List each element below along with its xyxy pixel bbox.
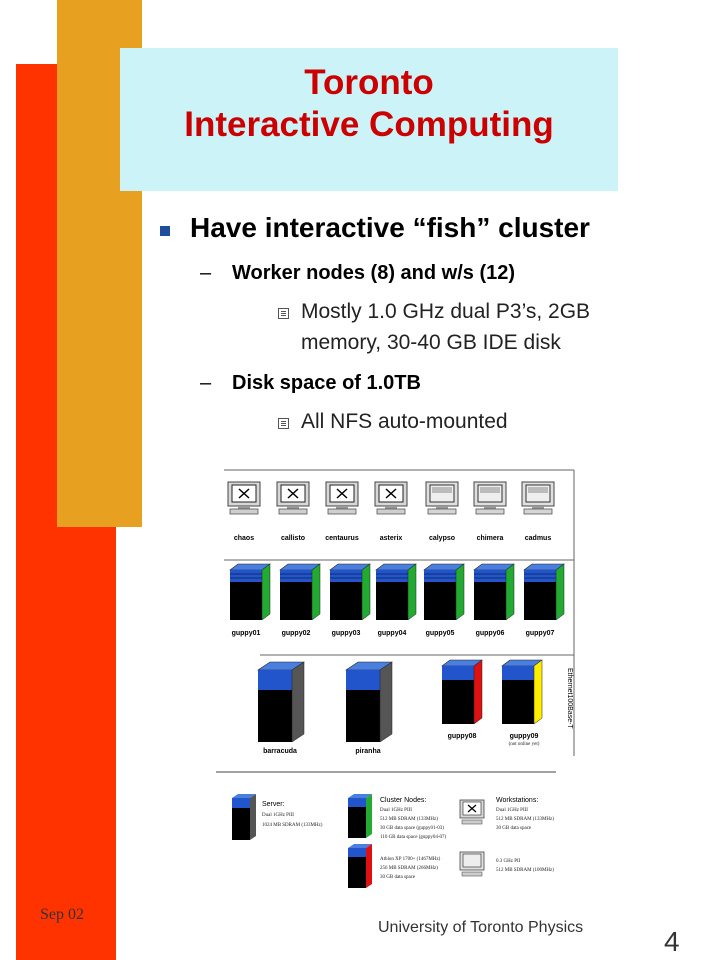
- guppy-label-02: guppy02: [282, 630, 311, 637]
- guppy-label-08: guppy08: [448, 733, 477, 740]
- sub-sub-bullet-2: All NFS auto-mounted: [301, 410, 508, 433]
- workstation-asterix: [374, 481, 408, 515]
- ws-label-cadmus: cadmus: [525, 535, 552, 542]
- legend-server-title: Server:: [262, 801, 285, 808]
- legend-ws-pc-line-1: 0.3 GHz PII: [496, 859, 521, 864]
- legend-server-icon: [232, 794, 256, 840]
- workstation-calypso: [425, 481, 459, 515]
- ws-label-asterix: asterix: [380, 535, 403, 542]
- bullet-1: Have interactive “fish” cluster: [190, 212, 590, 243]
- dash-2: –: [200, 372, 212, 394]
- legend-cluster-line-3: 30 GB data space (guppy01-03): [380, 826, 444, 831]
- legend-cluster-icon: [348, 794, 372, 838]
- legend-ws-pc-line-2: 512 MB SDRAM (100MHz): [496, 868, 554, 873]
- sub-sub-bullet-icon-1: [278, 308, 289, 319]
- guppy-label-06: guppy06: [476, 630, 505, 637]
- title-line-2: Interactive Computing: [184, 105, 554, 144]
- cluster-diagram-svg: Ethernet100Base-T chaos callisto centaur…: [216, 469, 575, 888]
- guppy-label-03: guppy03: [332, 630, 361, 637]
- legend-ws-line-3: 30 GB data space: [496, 826, 532, 831]
- guppy-label-04: guppy04: [378, 630, 407, 637]
- legend-cluster-line-2: 512 MB SDRAM (133MHz): [380, 817, 438, 822]
- guppy-row: guppy01 guppy02 guppy03 guppy04 guppy05 …: [229, 563, 565, 637]
- workstation-callisto: [276, 481, 310, 515]
- server-piranha: [345, 661, 393, 743]
- ws-label-calypso: calypso: [429, 535, 455, 542]
- server-barracuda: [257, 661, 305, 743]
- node-guppy09: [501, 659, 543, 725]
- legend-cluster-line-4: 110 GB data space (guppy04-07): [380, 835, 447, 840]
- legend-ws-title: Workstations:: [496, 797, 538, 804]
- workstation-row: chaos callisto centaurus asterix calypso…: [227, 481, 555, 542]
- footer-date: Sep 02: [40, 906, 84, 923]
- workstation-centaurus: [325, 481, 359, 515]
- legend: Server: Dual 1GHz PIII 1024 MB SDRAM (13…: [232, 794, 554, 888]
- sub-bullet-2: Disk space of 1.0TB: [232, 372, 421, 394]
- guppy-label-09: guppy09: [510, 733, 539, 740]
- guppy-label-07: guppy07: [526, 630, 555, 637]
- legend-athlon-icon: [348, 844, 372, 888]
- legend-athlon-line-3: 30 GB data space: [380, 875, 416, 880]
- workstation-chimera: [473, 481, 507, 515]
- legend-ws-line-1: Dual 1GHz PIII: [496, 808, 528, 813]
- legend-ws-pc-icon: [459, 851, 485, 877]
- legend-server-line-1: Dual 1GHz PIII: [262, 813, 294, 818]
- sub-sub-bullet-icon-2: [278, 418, 289, 429]
- ws-label-centaurus: centaurus: [325, 535, 359, 542]
- title-line-1: Toronto: [304, 63, 434, 102]
- legend-cluster-line-1: Dual 1GHz PIII: [380, 808, 412, 813]
- node-guppy06: [473, 563, 515, 621]
- node-guppy05: [423, 563, 465, 621]
- dash-1: –: [200, 262, 212, 284]
- cluster-diagram: Ethernet100Base-T chaos callisto centaur…: [206, 460, 578, 892]
- server-label-barracuda: barracuda: [263, 748, 297, 755]
- node-guppy03: [329, 563, 371, 621]
- title-box: [120, 48, 618, 191]
- ws-label-chimera: chimera: [477, 535, 504, 542]
- node-guppy02: [279, 563, 321, 621]
- node-guppy07: [523, 563, 565, 621]
- legend-server-line-2: 1024 MB SDRAM (133MHz): [262, 823, 323, 828]
- node-guppy01: [229, 563, 271, 621]
- legend-ws-x-icon: [459, 799, 485, 825]
- footer-institution: University of Toronto Physics: [378, 919, 584, 936]
- node-guppy04: [375, 563, 417, 621]
- guppy-label-05: guppy05: [426, 630, 455, 637]
- guppy-label-01: guppy01: [232, 630, 261, 637]
- workstation-chaos: [227, 481, 261, 515]
- ethernet-label: Ethernet100Base-T: [566, 668, 573, 729]
- server-row: barracuda piranha guppy08 guppy09 (not o…: [257, 659, 543, 755]
- sub-bullet-1: Worker nodes (8) and w/s (12): [232, 262, 516, 284]
- slide-title: Toronto Interactive Computing: [120, 62, 618, 146]
- node-guppy08: [441, 659, 483, 725]
- bullet-square-icon: [160, 226, 170, 236]
- legend-ws-line-2: 512 MB SDRAM (133MHz): [496, 817, 554, 822]
- sub-sub-bullet-1: Mostly 1.0 GHz dual P3’s, 2GB memory, 30…: [301, 300, 591, 354]
- guppy09-note: (not online yet): [509, 742, 540, 747]
- ws-label-callisto: callisto: [281, 535, 305, 542]
- ws-label-chaos: chaos: [234, 535, 254, 542]
- legend-athlon-line-1: Athlon XP 1700+ (1467MHz): [380, 857, 441, 862]
- server-label-piranha: piranha: [355, 748, 380, 755]
- page-number: 4: [664, 926, 680, 957]
- legend-cluster-title: Cluster Nodes:: [380, 797, 426, 804]
- legend-athlon-line-2: 256 MB SDRAM (266MHz): [380, 866, 438, 871]
- workstation-cadmus: [521, 481, 555, 515]
